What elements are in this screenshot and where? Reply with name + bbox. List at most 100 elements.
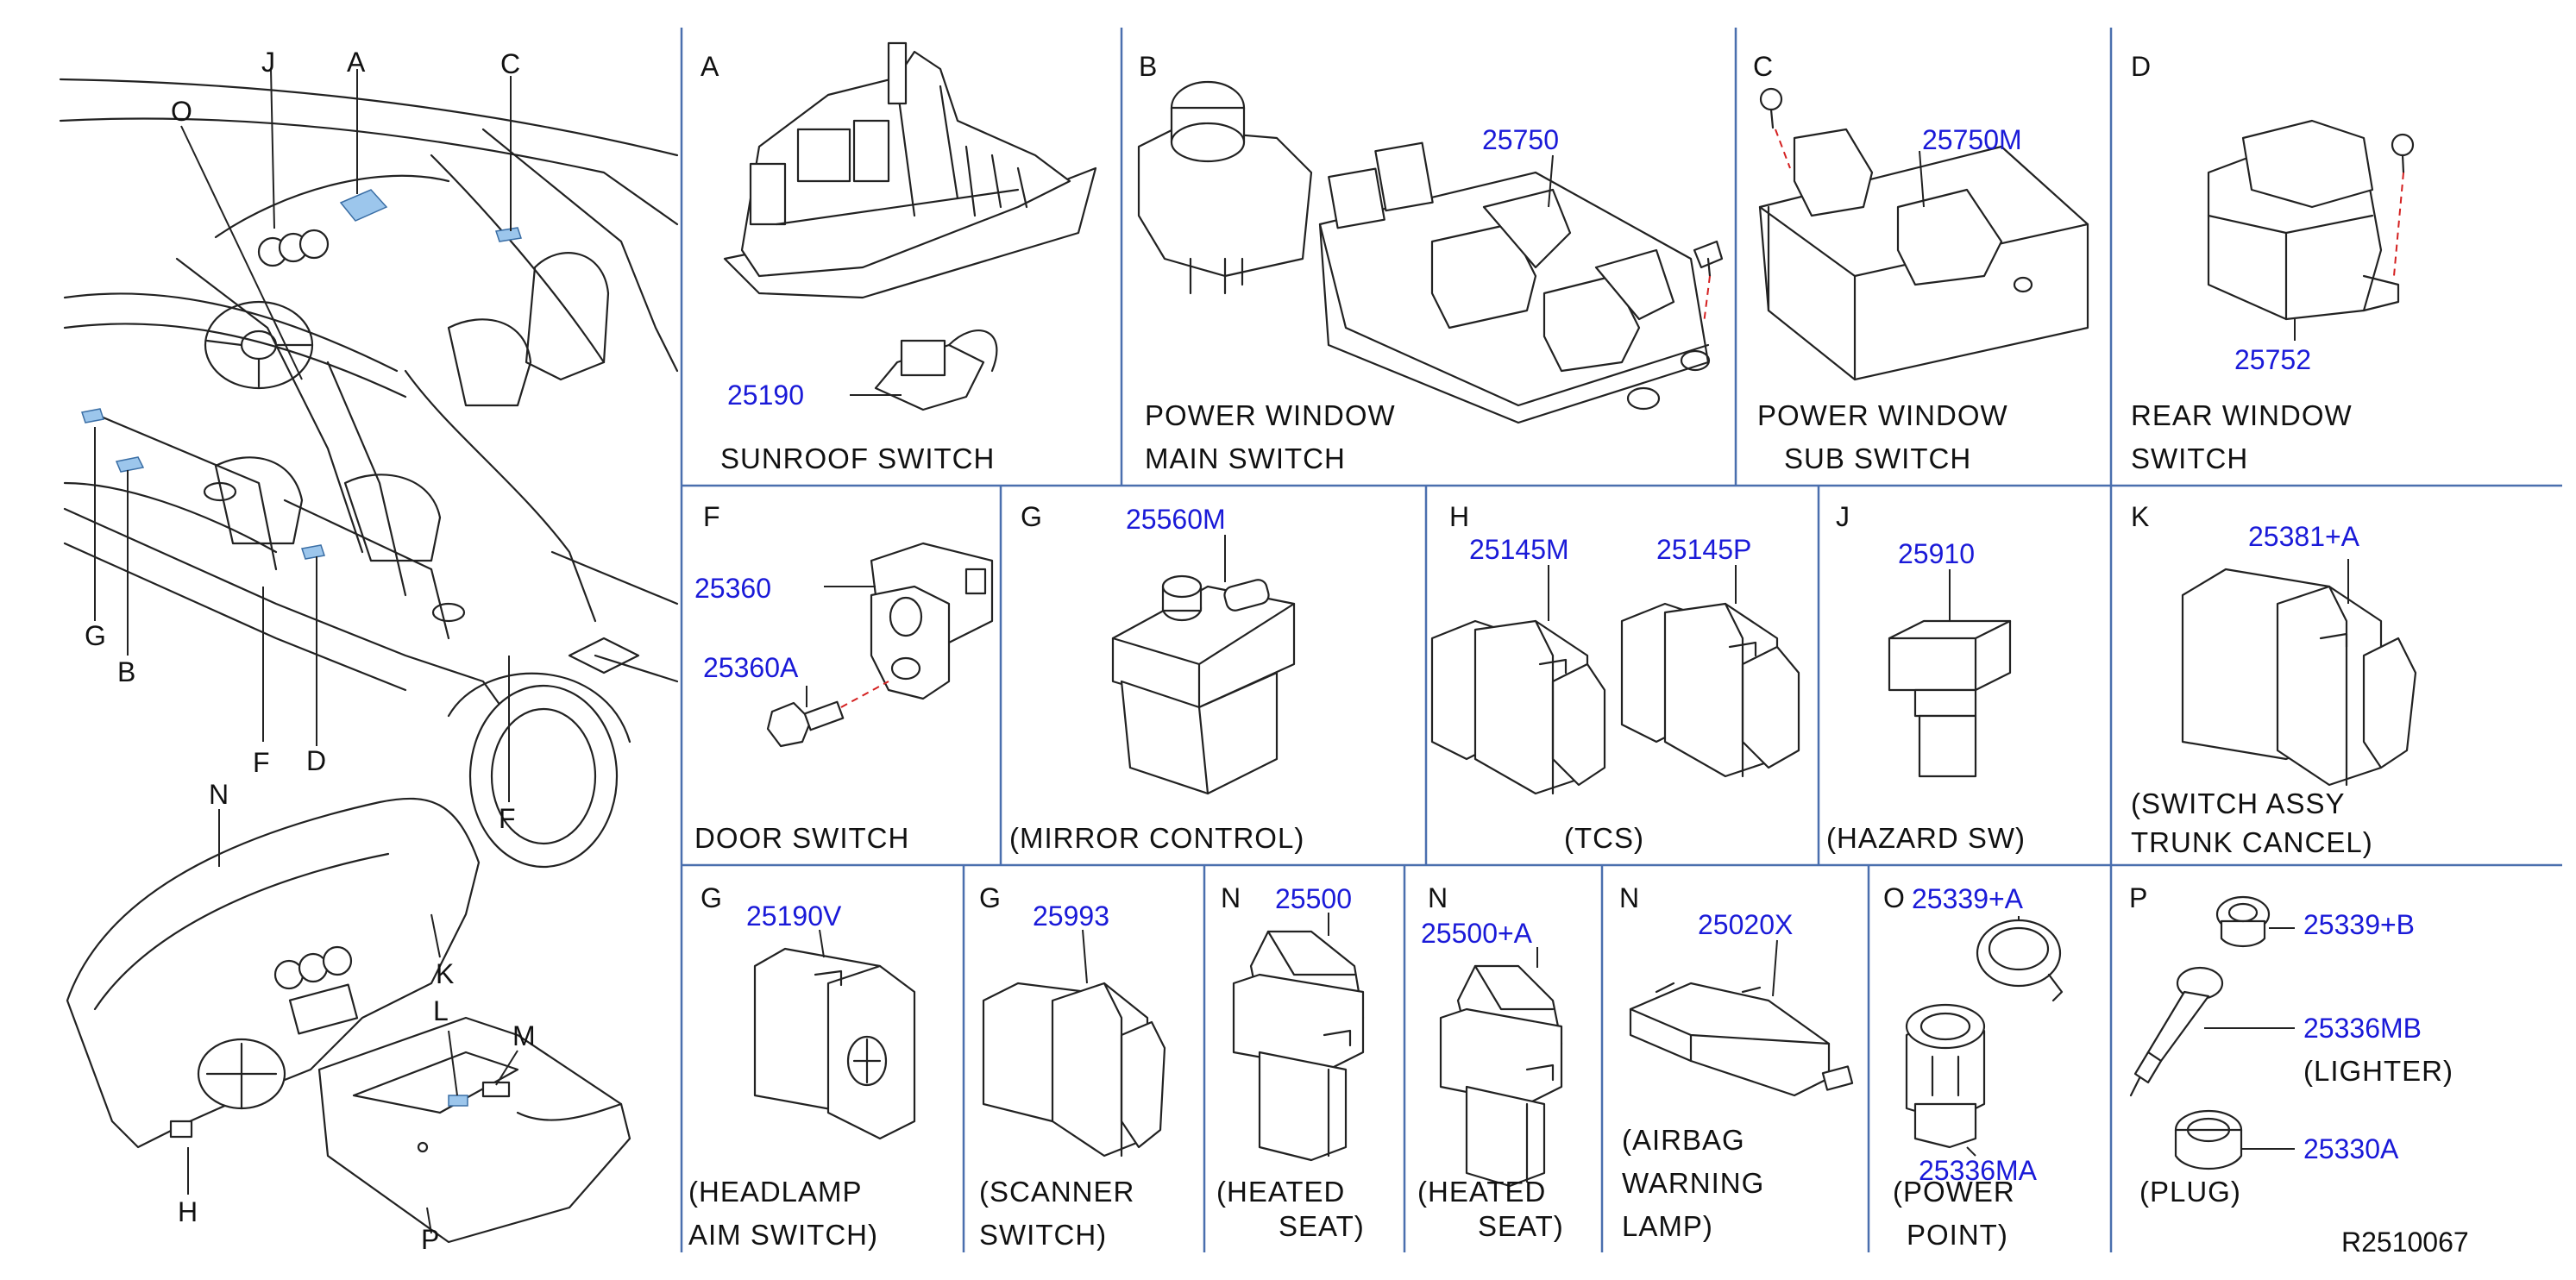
cell-n2-part-number: 25500+A: [1421, 918, 1533, 949]
cell-g2-caption-1: (HEADLAMP: [688, 1176, 863, 1208]
car-interior-illustration: [59, 78, 679, 869]
cell-n1-caption-1: (HEATED: [1216, 1176, 1345, 1208]
diagram-code: R2510067: [2341, 1227, 2469, 1258]
cell-j-part-number: 25910: [1898, 538, 1975, 569]
label-b: B: [117, 656, 135, 687]
label-f-2: F: [499, 803, 516, 834]
cell-g3-letter: G: [979, 882, 1001, 913]
cell-n-heated-seat-1: N 25500 (HEATED SEAT): [1216, 882, 1365, 1242]
cell-d-part-number: 25752: [2234, 344, 2311, 375]
cell-o-part-number-1: 25339+A: [1912, 883, 2024, 914]
cell-f-door-switch: F 25360 25360A DOOR SWITCH: [694, 501, 994, 854]
cell-d-caption-1: REAR WINDOW: [2131, 399, 2353, 431]
cell-c-part-number: 25750M: [1922, 124, 2022, 155]
cell-d-rear-window-switch: D 25752 REAR WINDOW SWITCH: [2131, 51, 2415, 474]
cell-n1-letter: N: [1221, 882, 1241, 913]
cell-p-lighter-caption: (LIGHTER): [2303, 1055, 2453, 1087]
cell-p-lighter-and-plug: P 25339+B 25336MB (LIGHTER) 25330A (PLUG…: [2129, 882, 2453, 1208]
cell-h-caption: (TCS): [1564, 822, 1644, 854]
cell-o-caption-2: POINT): [1907, 1219, 2008, 1251]
cell-k-caption-2: TRUNK CANCEL): [2131, 826, 2373, 858]
label-l: L: [433, 995, 449, 1026]
label-c: C: [500, 48, 520, 79]
overview-labels: J A C O G B F D F N K L M H P: [85, 47, 536, 1255]
cell-o-power-point: O 25339+A 25336MA (POWER POINT): [1883, 882, 2064, 1251]
label-p: P: [421, 1224, 439, 1255]
cell-a-sunroof-switch: A 25190 SUNROOF SWITCH: [701, 41, 1097, 474]
cell-g2-caption-2: AIM SWITCH): [688, 1219, 878, 1251]
cell-n-airbag-warning-lamp: N 25020X (AIRBAG WARNING LAMP): [1619, 882, 1854, 1242]
cell-f-part-number-1: 25360: [694, 573, 771, 604]
cell-k-caption-1: (SWITCH ASSY: [2131, 787, 2346, 819]
cell-h-part-number-1: 25145M: [1469, 534, 1569, 565]
cell-k-trunk-cancel-switch: K 25381+A (SWITCH ASSY TRUNK CANCEL): [2131, 501, 2417, 858]
overview-leaders: [94, 68, 518, 1234]
cell-j-letter: J: [1836, 501, 1850, 532]
cell-b-caption-2: MAIN SWITCH: [1145, 442, 1346, 474]
label-o: O: [171, 96, 192, 127]
cell-b-power-window-main-switch: B 25750 POWER WINDOW MAIN SWITCH: [1137, 51, 1724, 474]
label-h: H: [178, 1196, 198, 1227]
cell-a-part-number: 25190: [727, 380, 804, 411]
cell-a-letter: A: [701, 51, 719, 82]
cell-d-caption-2: SWITCH: [2131, 442, 2248, 474]
cell-c-power-window-sub-switch: C 25750M POWER WINDOW SUB SWITCH: [1753, 51, 2089, 474]
cell-n1-part-number: 25500: [1275, 883, 1352, 914]
cell-a-caption: SUNROOF SWITCH: [720, 442, 995, 474]
cell-n2-caption-1: (HEATED: [1417, 1176, 1546, 1208]
cell-p-part-number-1: 25339+B: [2303, 909, 2415, 940]
cell-b-caption-1: POWER WINDOW: [1145, 399, 1396, 431]
cell-o-part-number-2: 25336MA: [1919, 1155, 2038, 1186]
cell-h-letter: H: [1449, 501, 1469, 532]
cell-g1-part-number: 25560M: [1126, 504, 1226, 535]
cell-n3-caption-3: LAMP): [1622, 1210, 1713, 1242]
label-k: K: [436, 958, 454, 989]
cell-p-plug-caption: (PLUG): [2139, 1176, 2241, 1208]
cell-n3-part-number: 25020X: [1698, 909, 1793, 940]
cell-n3-caption-1: (AIRBAG: [1622, 1124, 1745, 1156]
cell-n2-caption-2: SEAT): [1478, 1210, 1564, 1242]
cell-c-caption-1: POWER WINDOW: [1757, 399, 2008, 431]
cell-g-scanner-switch: G 25993 (SCANNER SWITCH): [979, 882, 1166, 1251]
cell-g-headlamp-aim-switch: G 25190V (HEADLAMP AIM SWITCH): [688, 882, 916, 1251]
cell-g3-caption-2: SWITCH): [979, 1219, 1107, 1251]
label-m: M: [512, 1020, 536, 1051]
cell-g2-part-number: 25190V: [746, 900, 842, 932]
grid-lines: [680, 28, 2562, 1252]
label-n: N: [209, 779, 229, 810]
cell-o-caption-1: (POWER: [1893, 1176, 2015, 1208]
cell-c-caption-2: SUB SWITCH: [1784, 442, 1971, 474]
cell-g-mirror-control: G 25560M (MIRROR CONTROL): [1009, 501, 1304, 854]
cell-f-caption: DOOR SWITCH: [694, 822, 909, 854]
cell-n3-letter: N: [1619, 882, 1639, 913]
cell-j-hazard-switch: J 25910 (HAZARD SW): [1826, 501, 2026, 854]
cell-p-part-number-3: 25330A: [2303, 1133, 2399, 1164]
cell-g1-letter: G: [1021, 501, 1042, 532]
label-j: J: [261, 47, 275, 78]
cell-j-caption: (HAZARD SW): [1826, 822, 2026, 854]
cell-f-letter: F: [703, 501, 720, 532]
cell-o-letter: O: [1883, 882, 1905, 913]
cell-n-heated-seat-2: N 25500+A (HEATED SEAT): [1417, 882, 1564, 1242]
cell-p-part-number-2: 25336MB: [2303, 1013, 2422, 1044]
cell-g2-letter: G: [701, 882, 722, 913]
cell-h-tcs: H 25145M 25145P (TCS): [1430, 501, 1800, 854]
cell-k-letter: K: [2131, 501, 2149, 532]
cell-p-letter: P: [2129, 882, 2147, 913]
cell-f-part-number-2: 25360A: [703, 652, 799, 683]
label-f-1: F: [253, 747, 270, 778]
cell-n3-caption-2: WARNING: [1622, 1167, 1764, 1199]
label-g: G: [85, 620, 106, 651]
cell-b-part-number: 25750: [1482, 124, 1559, 155]
cell-h-part-number-2: 25145P: [1656, 534, 1751, 565]
cell-c-letter: C: [1753, 51, 1773, 82]
cell-d-letter: D: [2131, 51, 2151, 82]
label-a: A: [347, 47, 366, 78]
label-d: D: [306, 745, 326, 776]
cell-b-letter: B: [1139, 51, 1157, 82]
cell-g3-part-number: 25993: [1033, 900, 1109, 932]
cell-n2-letter: N: [1428, 882, 1448, 913]
cell-g3-caption-1: (SCANNER: [979, 1176, 1134, 1208]
cell-n1-caption-2: SEAT): [1279, 1210, 1365, 1242]
